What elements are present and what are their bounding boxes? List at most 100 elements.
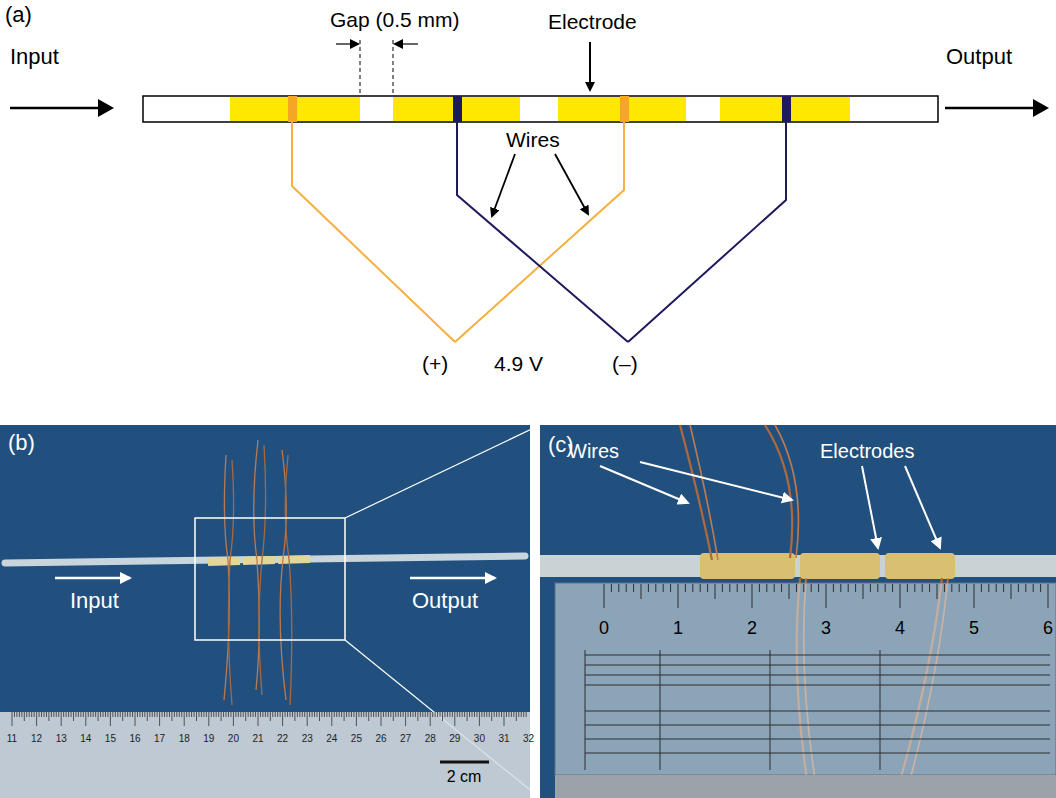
- ruler-tick: [376, 712, 377, 717]
- ruler-tick: [314, 712, 315, 717]
- ruler-tick: [1033, 584, 1034, 592]
- ruler-tick: [766, 584, 767, 592]
- ruler-tick: [499, 712, 500, 717]
- ruler-tick: [339, 712, 340, 717]
- ruler-tick: [53, 712, 54, 717]
- ruler-tick: [484, 712, 485, 717]
- ruler-tick: [685, 584, 686, 592]
- ruler-tick: [112, 712, 113, 717]
- ruler-tick: [511, 712, 512, 717]
- photo-closeup: [540, 425, 1056, 798]
- ruler-tick: [744, 584, 745, 592]
- ruler-tick: [48, 712, 49, 721]
- ruler-tick: [191, 712, 192, 717]
- ruler-tick: [344, 712, 345, 721]
- ruler-tick: [361, 712, 362, 717]
- ruler-tick: [282, 712, 283, 726]
- ruler-tick: [90, 712, 91, 717]
- figure-label: 1: [673, 618, 683, 639]
- ruler-tick: [120, 712, 121, 717]
- ruler-tick: [309, 712, 310, 717]
- ruler-tick: [68, 712, 69, 717]
- ruler-tick: [78, 712, 79, 717]
- ruler-tick: [1018, 584, 1019, 592]
- figure-label: 15: [105, 733, 116, 745]
- figure-label: 6: [1043, 618, 1053, 639]
- ruler-tick: [1048, 584, 1049, 608]
- figure-label: 16: [129, 733, 140, 745]
- ruler-tick: [137, 712, 138, 717]
- figure-label: 4: [895, 618, 905, 639]
- ruler-tick: [341, 712, 342, 717]
- ruler-tick: [521, 712, 522, 717]
- ruler-tick: [162, 712, 163, 717]
- ruler-tick: [840, 584, 841, 592]
- ruler-tick: [501, 712, 502, 717]
- figure-label: 2 cm: [447, 768, 482, 786]
- ruler-tick: [115, 712, 116, 717]
- ruler-tick: [660, 650, 661, 770]
- ruler-tick: [425, 712, 426, 717]
- ruler-tick: [240, 712, 241, 717]
- ruler-tick: [245, 712, 246, 721]
- figure-label: (b): [8, 430, 35, 455]
- ruler-tick: [19, 712, 20, 717]
- ruler-tick: [929, 584, 930, 592]
- ruler-tick: [21, 712, 22, 717]
- figure-label: 13: [56, 733, 67, 745]
- ruler-tick: [230, 712, 231, 717]
- ruler-tick: [122, 712, 123, 721]
- ruler-tick: [61, 712, 62, 726]
- ruler-tick: [454, 712, 455, 726]
- ruler-tick: [496, 712, 497, 717]
- ruler-tick: [98, 712, 99, 721]
- ruler-tick: [907, 584, 908, 592]
- ruler-tick: [378, 712, 379, 717]
- ruler-tick: [796, 584, 797, 592]
- ruler-tick: [26, 712, 27, 717]
- ruler-tick: [152, 712, 153, 717]
- ruler-tick: [319, 712, 320, 721]
- ruler-tick: [139, 712, 140, 717]
- ruler-tick: [164, 712, 165, 717]
- ruler-tick: [169, 712, 170, 717]
- ruler-tick: [469, 712, 470, 717]
- ruler-tick: [737, 584, 738, 592]
- ruler-tick: [464, 712, 465, 717]
- ruler-tick: [176, 712, 177, 717]
- ruler-tick: [863, 584, 864, 599]
- ruler-tick: [211, 712, 212, 717]
- figure-label: Wires: [506, 128, 560, 152]
- ruler-tick: [117, 712, 118, 717]
- ruler-tick: [855, 584, 856, 592]
- ruler-tick: [324, 712, 325, 717]
- ruler-tick: [848, 584, 849, 592]
- ruler-tick: [285, 712, 286, 717]
- ruler-tick: [811, 584, 812, 592]
- ruler-tick: [218, 712, 219, 717]
- ruler-tick: [877, 584, 878, 592]
- ruler-tick: [400, 712, 401, 717]
- ruler-tick: [41, 712, 42, 717]
- ruler-tick: [880, 650, 881, 770]
- figure-label: 22: [277, 733, 288, 745]
- figure-label: 18: [179, 733, 190, 745]
- figure-label: (a): [5, 2, 32, 27]
- ruler-tick: [66, 712, 67, 717]
- ruler-tick: [228, 712, 229, 717]
- ruler-tick: [267, 712, 268, 717]
- ruler-tick: [870, 584, 871, 592]
- figure-label: 28: [425, 733, 436, 745]
- figure-label: 30: [474, 733, 485, 745]
- ruler-tick: [1040, 584, 1041, 592]
- ruler-tick: [36, 712, 37, 726]
- ruler-tick: [789, 584, 790, 599]
- ruler-tick: [467, 712, 468, 721]
- ruler-tick: [479, 712, 480, 726]
- ruler-tick: [289, 712, 290, 717]
- ruler-tick: [523, 712, 524, 717]
- ruler-tick: [729, 584, 730, 592]
- ruler-tick: [351, 712, 352, 717]
- ruler-tick: [692, 584, 693, 592]
